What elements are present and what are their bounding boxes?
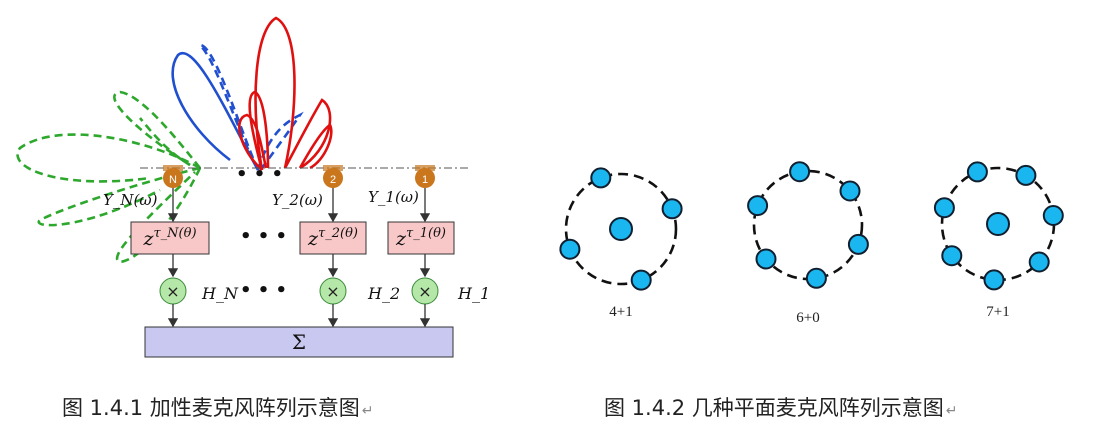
filter-label-1: H_1	[457, 284, 490, 303]
mic-2	[323, 168, 343, 188]
ring-mic	[559, 238, 581, 260]
mic-channel-n: N ×	[130, 165, 210, 328]
planar-array-4-1: 4+1	[559, 167, 683, 320]
mic-channel-2: 2 ×	[299, 165, 367, 328]
delay-box-n	[130, 221, 210, 255]
delay-box-2	[299, 221, 367, 255]
sum-label: Σ	[292, 330, 306, 354]
ring-mic	[789, 161, 811, 183]
ring-mic	[805, 267, 827, 289]
filter-label-2: H_2	[367, 284, 400, 303]
green-beam	[16, 90, 202, 264]
ring-mic	[755, 248, 777, 270]
center-mic	[986, 212, 1010, 236]
mic-2-id: 2	[330, 174, 336, 186]
array-ring	[564, 172, 678, 286]
ellipsis-delays: • • •	[240, 226, 287, 247]
mic-n	[163, 168, 183, 188]
delay-label-n: zτ_N(θ)	[142, 226, 196, 250]
ring-mic	[933, 197, 955, 219]
ring-mic	[847, 233, 869, 255]
multiplier-1-symbol: ×	[418, 282, 431, 301]
ring-mic	[1028, 251, 1050, 273]
array-label: 4+1	[609, 304, 632, 320]
ring-mic	[1042, 205, 1064, 226]
beam-patterns	[16, 16, 333, 264]
signal-label-2: Y_2(ω)	[272, 191, 323, 209]
signal-label-1: Y_1(ω)	[368, 188, 419, 206]
figure-caption-2: 图 1.4.2 几种平面麦克风阵列示意图↵	[604, 396, 958, 420]
ellipsis-filters: • • •	[240, 280, 287, 301]
mic-channel-1: 1 ×	[387, 165, 455, 328]
delay-label-1: zτ_1(θ)	[395, 226, 446, 250]
filter-label-n: H_N	[201, 284, 239, 303]
multiplier-n-symbol: ×	[166, 282, 179, 301]
delay-box-1	[387, 221, 455, 255]
planar-array-6-0: 6+0	[747, 161, 869, 326]
multiplier-2-symbol: ×	[326, 282, 339, 301]
ring-mic	[630, 269, 652, 291]
mic-n-id: N	[169, 174, 177, 186]
mic-1	[415, 168, 435, 188]
ring-mic	[983, 269, 1005, 291]
mic-1-id: 1	[422, 174, 428, 186]
ring-mic	[941, 245, 963, 267]
signal-label-n: Y_N(ω)	[103, 191, 158, 209]
planar-array-7-1: 7+1	[933, 161, 1064, 320]
ring-mic	[747, 195, 769, 217]
array-label: 7+1	[986, 304, 1009, 320]
red-beam	[238, 16, 333, 171]
ellipsis-mics: • • •	[236, 164, 283, 185]
figure-caption-1: 图 1.4.1 加性麦克风阵列示意图↵	[62, 396, 374, 420]
ring-mic	[839, 180, 861, 202]
delay-label-2: zτ_2(θ)	[307, 226, 358, 250]
ring-mic	[1015, 164, 1037, 186]
ring-mic	[590, 167, 612, 189]
array-label: 6+0	[796, 310, 819, 326]
ring-mic	[661, 198, 683, 220]
sum-box	[144, 326, 454, 358]
blue-beam	[171, 43, 304, 171]
planar-arrays: 4+1 6+0 7+1	[559, 161, 1064, 326]
center-mic	[609, 217, 633, 241]
ring-mic	[966, 161, 988, 183]
